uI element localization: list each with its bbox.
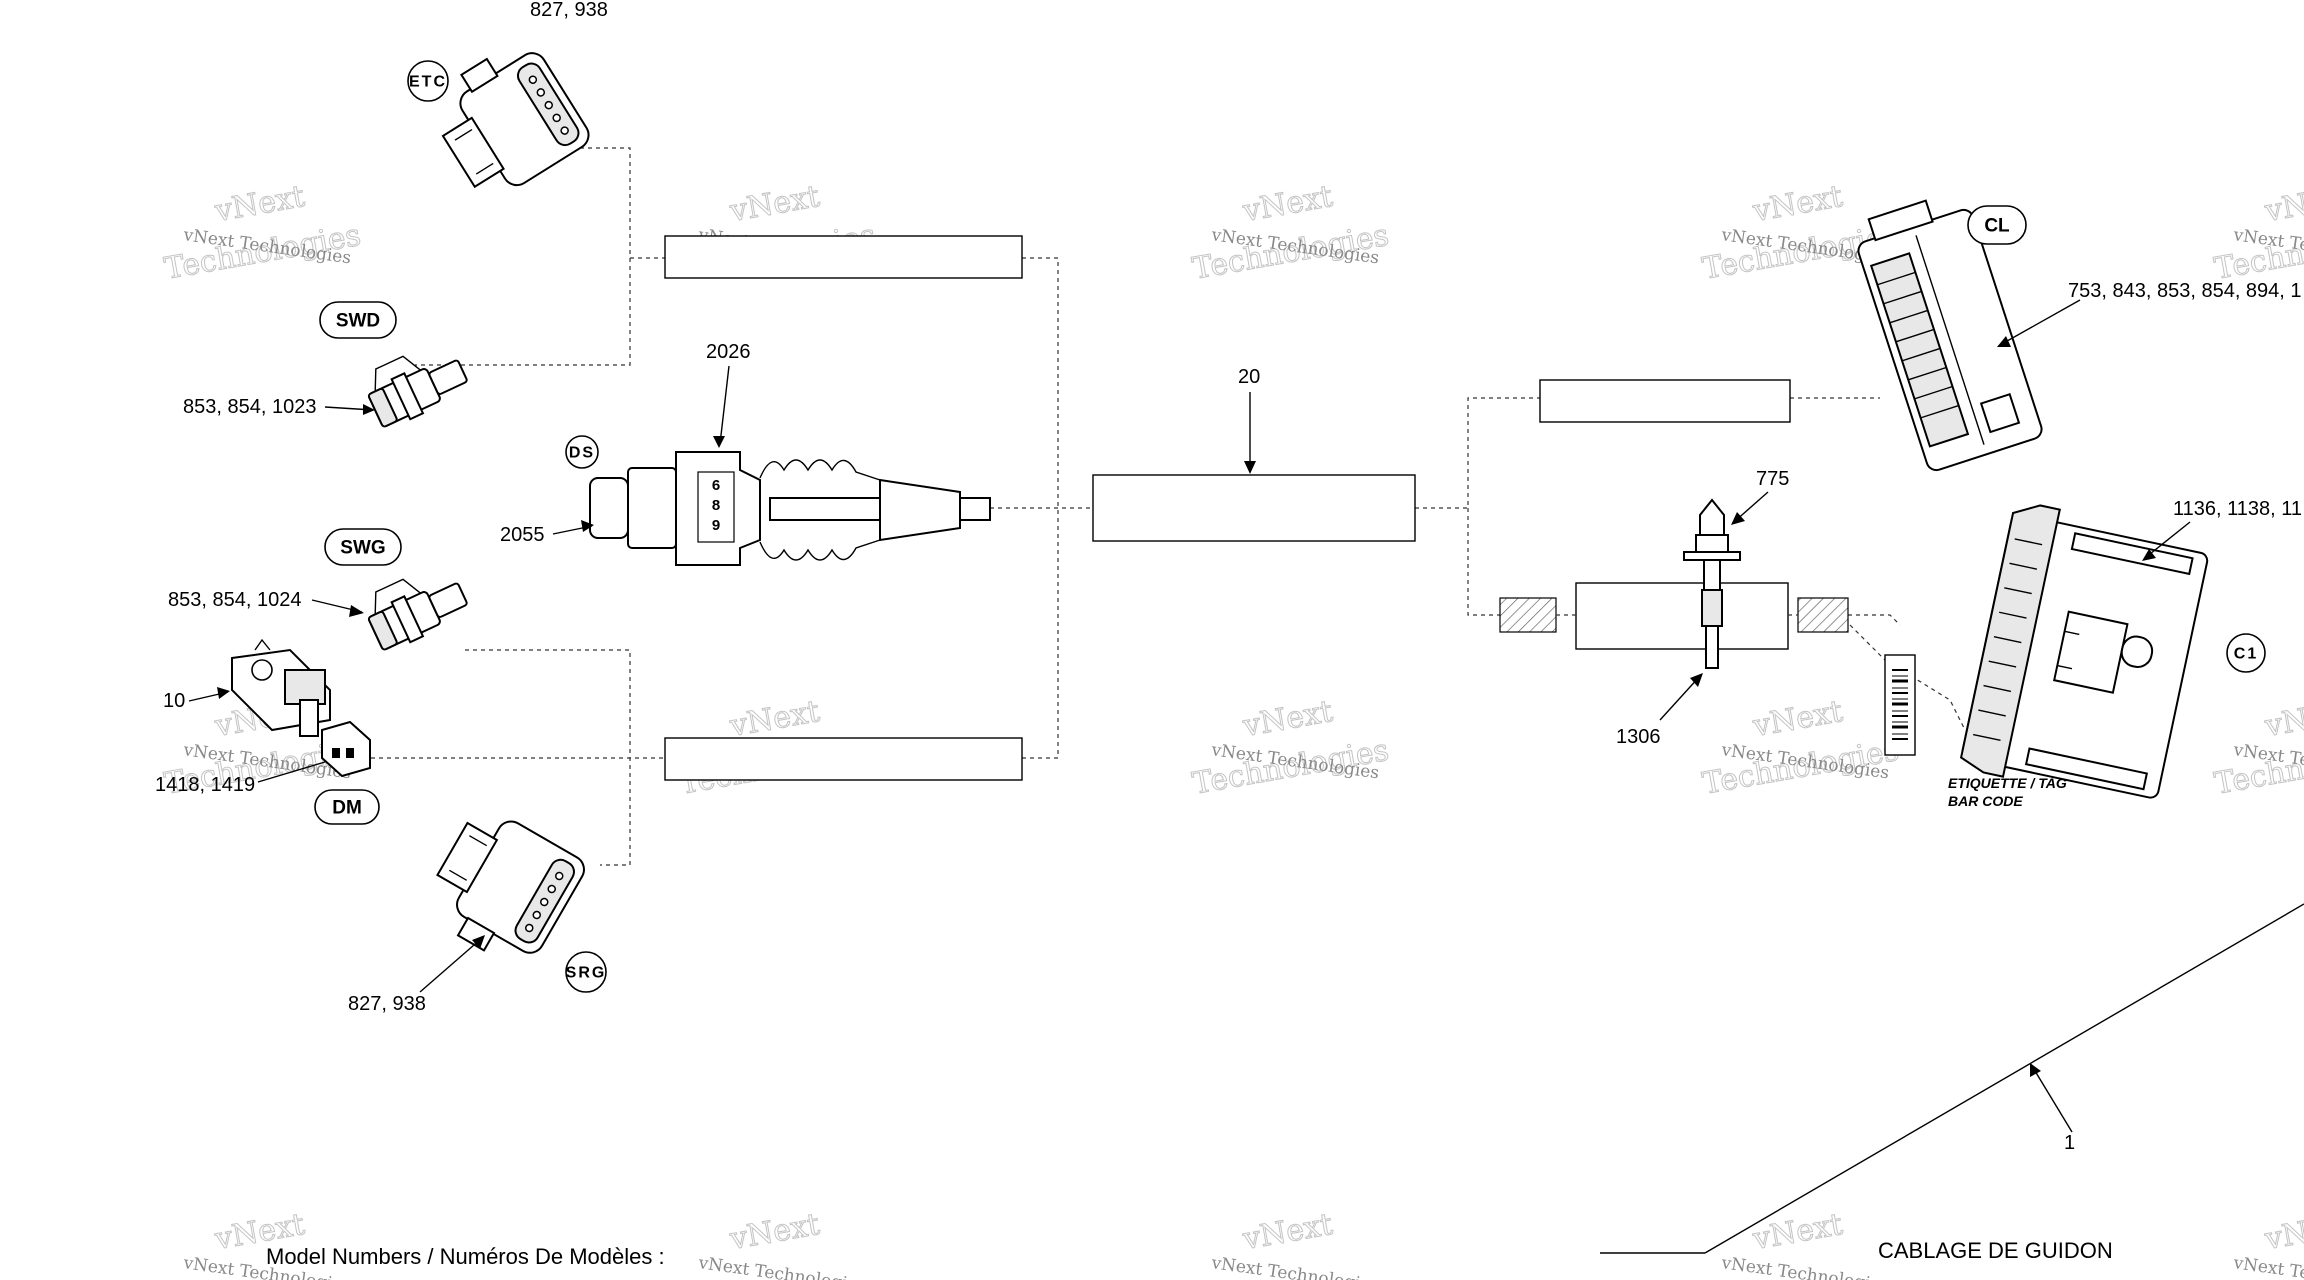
badge-swd-label: SWD bbox=[336, 311, 380, 332]
swd-connector bbox=[367, 355, 468, 428]
callout-srg-parts: 827, 938 bbox=[348, 993, 426, 1015]
watermark-vnext: vNext bbox=[1750, 179, 1846, 229]
sleeve-upper-branch bbox=[664, 235, 1023, 279]
badge-etc: ETC bbox=[407, 60, 449, 102]
watermark-vnext: vNext bbox=[212, 179, 308, 229]
hatched-sleeve-right bbox=[1797, 597, 1849, 633]
callout-ds-sensor: 2055 bbox=[500, 524, 545, 546]
watermark-vnext: vNext bbox=[1750, 694, 1846, 744]
etc-connector-lock bbox=[460, 57, 499, 94]
c1-connector bbox=[1959, 504, 2209, 799]
badge-srg-label: SRG bbox=[566, 965, 607, 982]
watermark-vnext: vNext bbox=[1240, 694, 1336, 744]
ds-bellows-top bbox=[759, 459, 881, 481]
hatched-sleeve-left bbox=[1499, 597, 1557, 633]
callout-swd-parts: 853, 854, 1023 bbox=[183, 396, 316, 418]
watermark-vnext: vNext bbox=[2262, 1207, 2304, 1257]
badge-ds: DS bbox=[565, 435, 599, 469]
callout-c1-parts: 1136, 1138, 11 bbox=[2173, 498, 2302, 520]
badge-ds-label: DS bbox=[569, 445, 595, 462]
callout-main-harness: 20 bbox=[1238, 366, 1260, 388]
badge-swg: SWG bbox=[324, 528, 402, 566]
watermark-vnext: vNext bbox=[727, 694, 823, 744]
sleeve-lower-branch bbox=[664, 737, 1023, 781]
barcode-tag bbox=[1884, 654, 1916, 756]
callout-ds-harness: 2026 bbox=[706, 341, 751, 363]
callout-swg-parts: 853, 854, 1024 bbox=[168, 589, 301, 611]
callout-cl-parts: 753, 843, 853, 854, 894, 1 bbox=[2068, 280, 2302, 302]
clip-body bbox=[1575, 582, 1789, 650]
callout-dm-parts: 1418, 1419 bbox=[155, 774, 255, 796]
srg-connector-latch bbox=[436, 821, 499, 894]
tag-label-line2: BAR CODE bbox=[1948, 793, 2023, 809]
wire-to-c1 bbox=[1467, 508, 1500, 616]
watermark-text: vNext Technologies bbox=[2231, 1253, 2304, 1280]
leader-cl bbox=[1999, 299, 2081, 346]
srg-connector bbox=[436, 820, 585, 954]
assembly-bracket-line bbox=[1704, 903, 2304, 1254]
leader-assembly bbox=[2031, 1065, 2073, 1133]
wire-trunk-left bbox=[1022, 257, 1059, 759]
badge-cl: CL bbox=[1967, 205, 2027, 245]
swg-connector bbox=[367, 578, 468, 651]
badge-dm-label: DM bbox=[332, 798, 362, 819]
callout-etc-parts: 827, 938 bbox=[530, 0, 608, 21]
ds-pin-label: 8 bbox=[712, 497, 720, 514]
srg-connector-lock bbox=[456, 916, 496, 952]
badge-dm: DM bbox=[314, 789, 380, 825]
leader-ds-harness bbox=[719, 365, 730, 445]
cable-tie bbox=[1683, 498, 1741, 669]
ds-pin-label: 9 bbox=[712, 517, 720, 534]
ds-bellows-bottom bbox=[759, 539, 881, 561]
cl-connector bbox=[1857, 199, 2043, 472]
wire-tag bbox=[1849, 624, 1966, 731]
leader-clip bbox=[1659, 675, 1701, 721]
badge-etc-label: ETC bbox=[409, 74, 447, 91]
callout-dm-module: 10 bbox=[163, 690, 185, 712]
watermark-vnext: vNext bbox=[2262, 694, 2304, 744]
watermark-vnext: vNext bbox=[727, 179, 823, 229]
badge-swg-label: SWG bbox=[340, 538, 385, 559]
leader-dm-parts bbox=[257, 761, 326, 783]
watermark-text: vNext Technologies bbox=[696, 1253, 867, 1280]
harness-sleeves bbox=[664, 235, 1791, 781]
tag-label-line1: ETIQUETTE / TAG bbox=[1948, 775, 2067, 791]
watermark-text: vNext Technologies bbox=[1209, 1253, 1380, 1280]
ds-pin-label: 6 bbox=[712, 477, 720, 494]
leader-c1 bbox=[2144, 521, 2191, 559]
etc-connector-latch bbox=[441, 116, 505, 189]
watermark-vnext: vNext bbox=[1240, 1207, 1336, 1257]
callout-clip: 1306 bbox=[1616, 726, 1661, 748]
c1-connector-face bbox=[1959, 504, 2061, 778]
main-harness-body bbox=[1092, 474, 1416, 542]
wire-to-cl bbox=[1415, 397, 1540, 509]
callout-cable-tie: 775 bbox=[1756, 468, 1789, 490]
ds-connector: 6 8 9 bbox=[589, 451, 991, 566]
sleeve-cl-branch bbox=[1539, 379, 1791, 423]
watermark-text: vNext Technologies bbox=[1719, 1253, 1890, 1280]
watermark-vnext: vNext bbox=[2262, 179, 2304, 229]
diagram-title: CABLAGE DE GUIDON bbox=[1878, 1238, 2113, 1263]
wire-c1-end bbox=[1848, 614, 1901, 626]
badge-cl-label: CL bbox=[1984, 216, 2010, 237]
cable-tie-head bbox=[1699, 498, 1725, 536]
model-numbers-label: Model Numbers / Numéros De Modèles : bbox=[266, 1244, 665, 1269]
watermark-vnext: vNext bbox=[1750, 1207, 1846, 1257]
badge-swd: SWD bbox=[319, 301, 397, 339]
etc-connector bbox=[441, 52, 590, 189]
badge-c1-label: C1 bbox=[2234, 646, 2258, 663]
cl-connector-pin-row bbox=[1869, 252, 1970, 448]
badge-srg: SRG bbox=[565, 951, 607, 993]
dm-module bbox=[231, 638, 371, 778]
ds-connector-nose bbox=[589, 477, 629, 539]
callout-assembly: 1 bbox=[2064, 1132, 2075, 1154]
watermark-vnext: vNext bbox=[727, 1207, 823, 1257]
harness-wiring bbox=[355, 147, 1966, 866]
badge-c1: C1 bbox=[2226, 633, 2266, 673]
leader-srg bbox=[419, 937, 483, 993]
watermark-vnext: vNext bbox=[1240, 179, 1336, 229]
